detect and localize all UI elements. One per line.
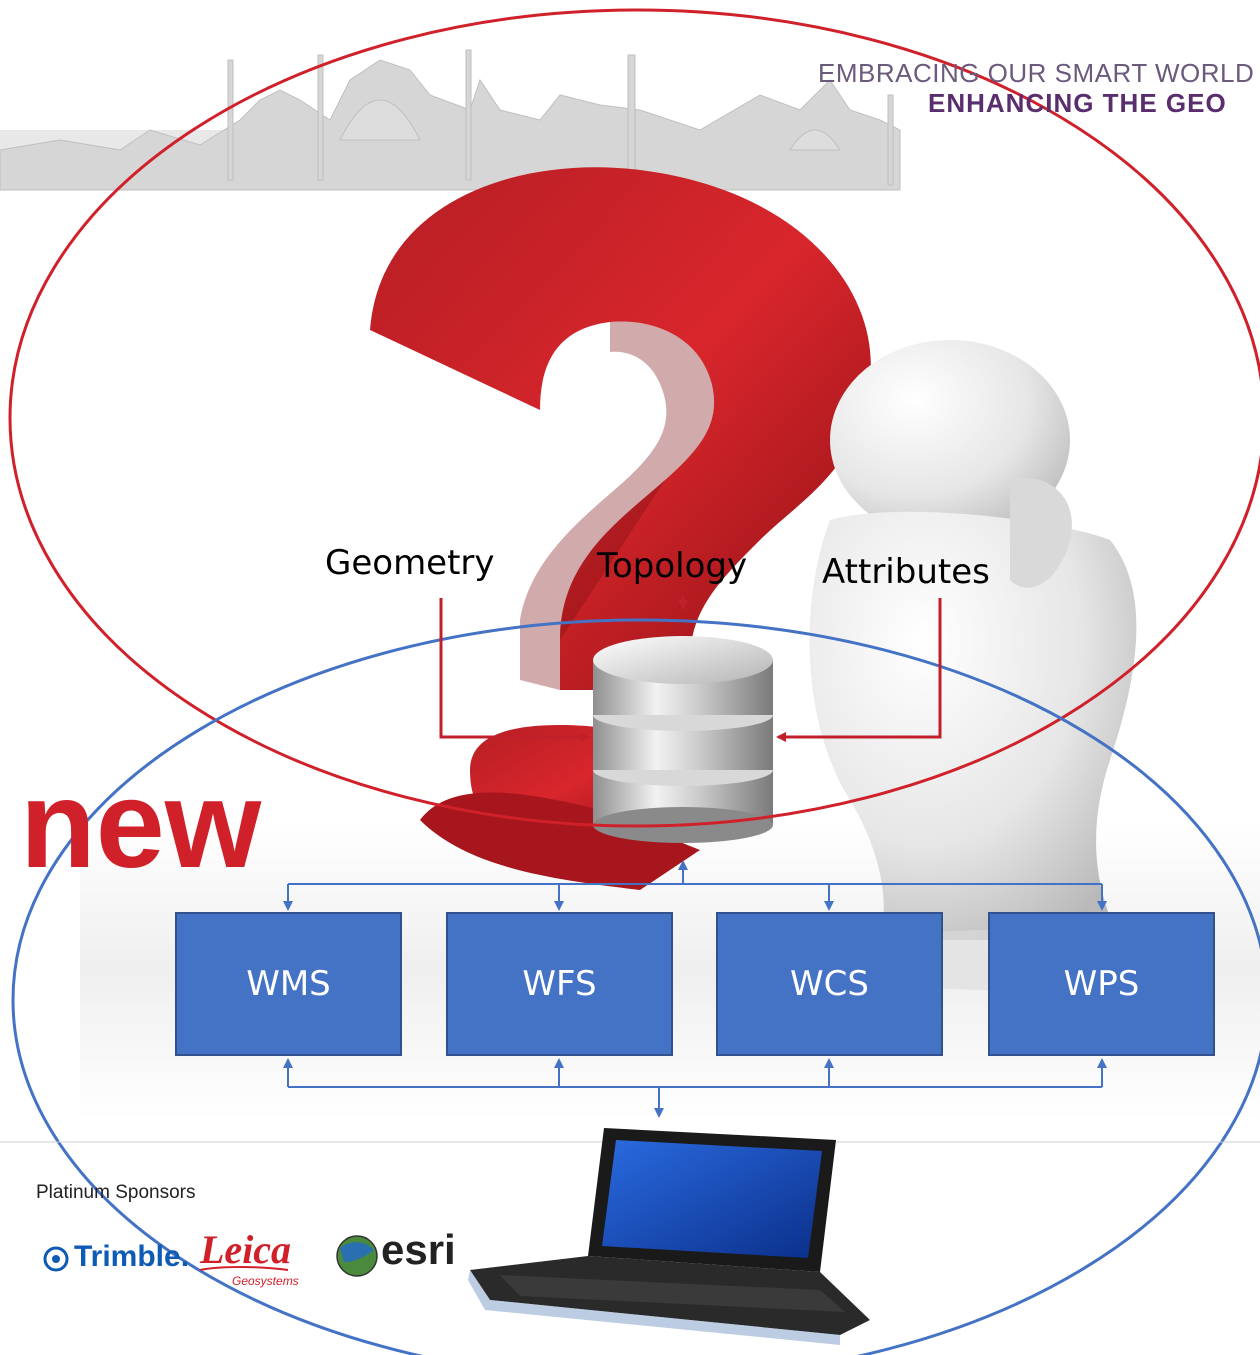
sponsors-heading: Platinum Sponsors [36, 1182, 196, 1203]
geometry-arrow [439, 598, 590, 742]
wcs-box: WCS [716, 912, 943, 1056]
esri-globe-icon [336, 1235, 378, 1277]
wfs-label: WFS [522, 964, 597, 1004]
skyline-illustration [0, 49, 901, 191]
topology-label: Topology [597, 546, 748, 586]
blue-ellipse [11, 618, 1260, 1355]
trimble-logo-text: Trimble. [74, 1240, 190, 1273]
attributes-label: Attributes [822, 552, 990, 592]
wms-box: WMS [175, 912, 402, 1056]
geometry-label: Geometry [325, 543, 495, 583]
leica-geosystems-text: Geosystems [232, 1274, 299, 1288]
service-connectors [283, 860, 1107, 1118]
database-icon [593, 636, 773, 843]
wms-label: WMS [246, 964, 331, 1004]
new-label: new [20, 756, 262, 894]
trimble-logo [43, 1246, 69, 1272]
wcs-label: WCS [790, 964, 869, 1004]
header-subtagline: ENHANCING THE GEO [928, 88, 1227, 118]
input-arrows [439, 596, 942, 742]
leica-logo [199, 1266, 289, 1271]
laptop-icon [468, 1128, 870, 1345]
esri-logo-text: esri [381, 1226, 456, 1273]
header-tagline: EMBRACING OUR SMART WORLD [818, 58, 1255, 88]
red-ellipse [8, 8, 1260, 828]
wps-label: WPS [1063, 964, 1140, 1004]
wfs-box: WFS [446, 912, 673, 1056]
attributes-arrow [776, 598, 942, 742]
wps-box: WPS [988, 912, 1215, 1056]
leica-logo-text: Leica [200, 1227, 292, 1272]
